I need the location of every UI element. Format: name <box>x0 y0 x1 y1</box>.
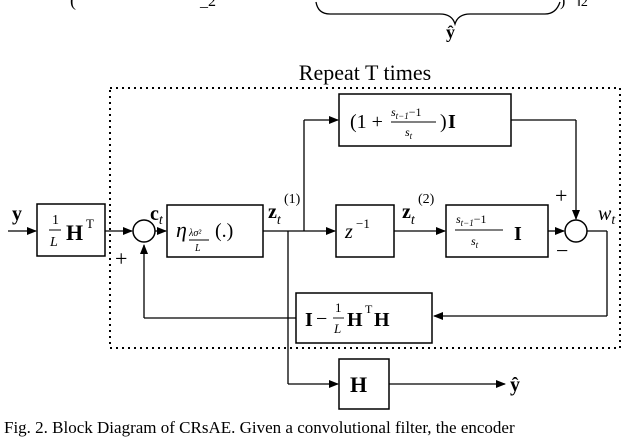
svg-text:L: L <box>333 321 341 336</box>
z2-label: zt <box>402 201 416 228</box>
svg-text:H: H <box>374 309 390 331</box>
svg-text:st: st <box>405 125 413 141</box>
svg-text:): ) <box>440 111 447 133</box>
sum1-plus-sign: + <box>115 246 127 271</box>
encoder-input-block: 1 L H T <box>36 203 106 257</box>
z1-label: zt <box>268 201 282 228</box>
svg-text:(1 +: (1 + <box>350 111 383 133</box>
svg-text:T: T <box>86 216 94 231</box>
delay-block: z −1 <box>335 204 395 258</box>
figure-caption: Fig. 2. Block Diagram of CRsAE. Given a … <box>4 418 515 437</box>
svg-text:−: − <box>316 308 327 330</box>
svg-text:I: I <box>305 309 313 331</box>
svg-text:z: z <box>344 221 353 243</box>
svg-text:_2: _2 <box>199 0 216 10</box>
svg-text:H: H <box>350 372 367 397</box>
decoder-block: H <box>338 358 390 410</box>
svg-text:−1: −1 <box>356 216 370 231</box>
svg-text:L: L <box>194 243 201 254</box>
input-y-label: y <box>12 203 22 225</box>
proximal-operator-block: η λσ² L (.) <box>166 204 264 258</box>
svg-text:‖2: ‖2 <box>577 0 588 10</box>
repeat-loop-box <box>109 87 621 349</box>
sum2-minus-sign: − <box>556 238 568 263</box>
feedback-block: I − 1 L H T H <box>295 292 433 344</box>
output-yhat-label: ŷ <box>510 374 520 396</box>
svg-text:st: st <box>471 234 479 250</box>
repeat-loop-title: Repeat T times <box>299 60 431 85</box>
svg-text:I: I <box>448 111 456 133</box>
svg-text:(1): (1) <box>284 192 301 207</box>
c-t-label: ct <box>150 203 164 228</box>
svg-text:λσ²: λσ² <box>188 228 202 239</box>
top-equation-fragment: ( _2 ) ‖2 ŷ <box>70 0 588 42</box>
yhat-underbrace-label: ŷ <box>446 22 455 42</box>
svg-text:(2): (2) <box>418 192 435 207</box>
svg-text:(: ( <box>70 0 76 11</box>
middle-weight-block: st−1−1 st I <box>445 204 549 258</box>
svg-text:L: L <box>49 235 58 250</box>
svg-text:H: H <box>66 220 83 245</box>
svg-text:): ) <box>560 0 565 10</box>
svg-text:1: 1 <box>335 300 342 315</box>
upper-weight-block: (1 + st−1−1 st ) I <box>338 93 512 147</box>
svg-text:T: T <box>365 302 373 316</box>
w-t-label: wt <box>598 203 616 228</box>
svg-text:(.): (.) <box>215 220 233 242</box>
svg-text:I: I <box>514 223 522 245</box>
svg-text:1: 1 <box>52 213 59 228</box>
svg-text:H: H <box>347 309 363 331</box>
sum2-plus-sign: + <box>555 183 567 208</box>
svg-text:η: η <box>176 217 187 242</box>
